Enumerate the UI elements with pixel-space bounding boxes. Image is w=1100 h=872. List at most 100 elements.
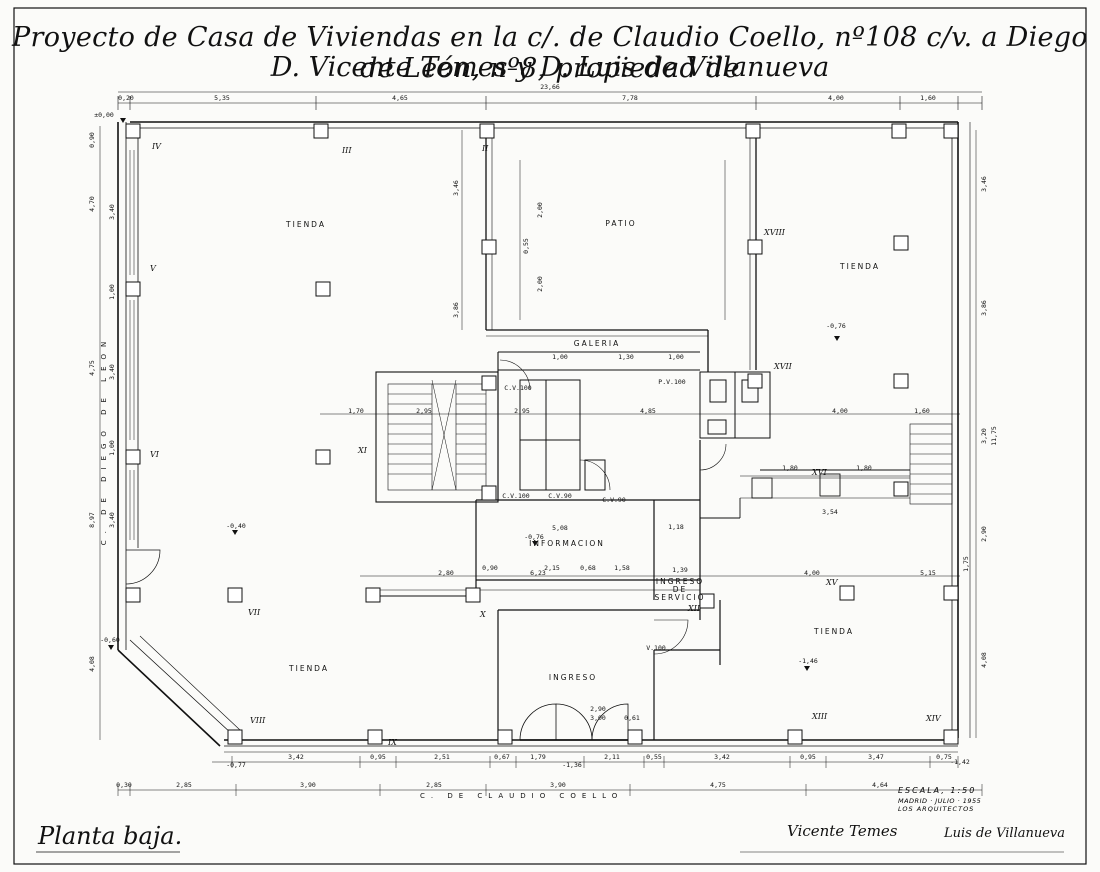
- room-label-ingreso: INGRESO: [548, 673, 598, 682]
- dim-bottom: 3,47: [868, 753, 884, 761]
- dim-bottom: 2,51: [434, 753, 450, 761]
- dim-inner: 4,00: [804, 569, 820, 577]
- dim-inner: 5,08: [552, 524, 568, 532]
- column-number: IX: [388, 738, 397, 747]
- dim-left: 3,40: [108, 364, 116, 380]
- dim-inner: 2,90: [590, 705, 606, 713]
- dim-inner: 1,60: [914, 407, 930, 415]
- lift-cores: [499, 359, 611, 491]
- level-value-origin: ±0,00: [94, 111, 114, 119]
- dim-bottom: 1,79: [530, 753, 546, 761]
- signature-vicente-temes: Vicente Temes: [787, 822, 898, 840]
- dim-inner: 4,85: [640, 407, 656, 415]
- level-value: -0,76: [524, 533, 544, 541]
- dim-bottom2: 3,90: [550, 781, 566, 789]
- room-label-tienda-sw: TIENDA: [289, 664, 329, 673]
- room-label-ingreso-servicio-2: DE: [672, 585, 688, 594]
- dim-inner: 2,95: [416, 407, 432, 415]
- dim-bottom2: 2,85: [426, 781, 442, 789]
- dim-left: 4,70: [88, 196, 96, 212]
- dim-bottom: 0,75: [936, 753, 952, 761]
- left-door-swing: [125, 549, 161, 585]
- dim-inner: 1,70: [348, 407, 364, 415]
- patio-walls: [485, 128, 757, 372]
- dim-inner: 1,30: [618, 353, 634, 361]
- level-value: -0,40: [226, 522, 246, 530]
- column-number: VIII: [250, 716, 266, 725]
- column-number: XVIII: [764, 228, 785, 237]
- room-label-galeria: GALERIA: [573, 339, 621, 348]
- column-number: XIII: [812, 712, 828, 721]
- dim-inner: 2,95: [514, 407, 530, 415]
- room-label-tienda-ne: TIENDA: [840, 262, 880, 271]
- right-service-block: [700, 469, 910, 519]
- column-number: III: [342, 146, 352, 155]
- dim-inner: 6,23: [530, 569, 546, 577]
- dim-bottom2: 2,85: [176, 781, 192, 789]
- date-label: MADRID · JULIO · 1955: [898, 797, 982, 805]
- dim-inner: 3,00: [590, 714, 606, 722]
- plan-title-line1: Proyecto de Casa de Viviendas en la c/. …: [12, 22, 1088, 84]
- room-label-ingreso-servicio-3: SERVICIO: [654, 593, 706, 602]
- dim-inner: 0,61: [624, 714, 640, 722]
- ingreso-door-swing: [653, 619, 689, 655]
- wc-block: [699, 371, 771, 439]
- plan-subtitle: Planta baja.: [38, 822, 183, 850]
- dim-bottom: 2,11: [604, 753, 620, 761]
- dim-bottom2: 4,64: [872, 781, 888, 789]
- level-value: -0,76: [826, 322, 846, 330]
- dim-inner: 1,00: [668, 353, 684, 361]
- dim-inner: 1,80: [782, 464, 798, 472]
- dim-bottom: 3,42: [714, 753, 730, 761]
- dim-top: 1,60: [920, 94, 936, 102]
- street-label-claudio-coello: C. DE CLAUDIO COELLO: [420, 792, 624, 800]
- dim-inner: 2,15: [544, 564, 560, 572]
- left-facade-windows: [129, 150, 135, 540]
- dim-top: 4,65: [392, 94, 408, 102]
- room-label-ingreso-servicio-1: INGRESO: [655, 577, 705, 586]
- stair-treads: [388, 379, 486, 491]
- dim-top: 7,78: [622, 94, 638, 102]
- dim-left: 3,40: [108, 512, 116, 528]
- dim-inner: 1,00: [552, 353, 568, 361]
- annotation-pv: P.V.100: [658, 378, 686, 386]
- dim-inner: 3,46: [452, 180, 460, 196]
- column-number: X: [480, 610, 486, 619]
- dim-right: 4,08: [980, 652, 988, 668]
- dim-bottom: 0,95: [800, 753, 816, 761]
- level-value: -0,77: [226, 761, 246, 769]
- dim-right: 2,90: [980, 526, 988, 542]
- dim-bottom: 0,55: [646, 753, 662, 761]
- dim-bottom: 0,95: [370, 753, 386, 761]
- corridor-walls: [475, 440, 721, 740]
- galeria-walls: [497, 351, 700, 500]
- dim-top: 5,35: [214, 94, 230, 102]
- room-label-tienda-nw: TIENDA: [286, 220, 326, 229]
- structural-columns: [125, 123, 959, 745]
- dim-left: 4,75: [88, 360, 96, 376]
- dim-inner: 2,00: [536, 202, 544, 218]
- column-number: XI: [358, 446, 367, 455]
- architects-label: LOS ARQUITECTOS: [898, 805, 975, 813]
- room-label-tienda-se: TIENDA: [814, 627, 854, 636]
- column-number: XVII: [774, 362, 792, 371]
- main-entrance-doors: [519, 703, 629, 741]
- annotation-cv: C.V.100: [504, 384, 532, 392]
- annotation-cv: C.V.100: [502, 492, 530, 500]
- dim-inner: 2,00: [536, 276, 544, 292]
- annotation-cv: C.V.90: [548, 492, 572, 500]
- level-value: -1,46: [798, 657, 818, 665]
- dim-right: 3,86: [980, 300, 988, 316]
- room-label-patio: PATIO: [605, 219, 637, 228]
- dim-inner: 0,68: [580, 564, 596, 572]
- dim-left: 1,00: [108, 440, 116, 456]
- dim-inner: 3,54: [822, 508, 838, 516]
- service-door-swing: [699, 443, 727, 471]
- level-value: -1,36: [562, 761, 582, 769]
- dim-top: 0,20: [118, 94, 134, 102]
- dim-right: 1,75: [962, 556, 970, 572]
- dim-right: 3,46: [980, 176, 988, 192]
- column-number: XV: [826, 578, 838, 587]
- level-value: -1,42: [950, 758, 970, 766]
- facade-walls: [117, 121, 971, 753]
